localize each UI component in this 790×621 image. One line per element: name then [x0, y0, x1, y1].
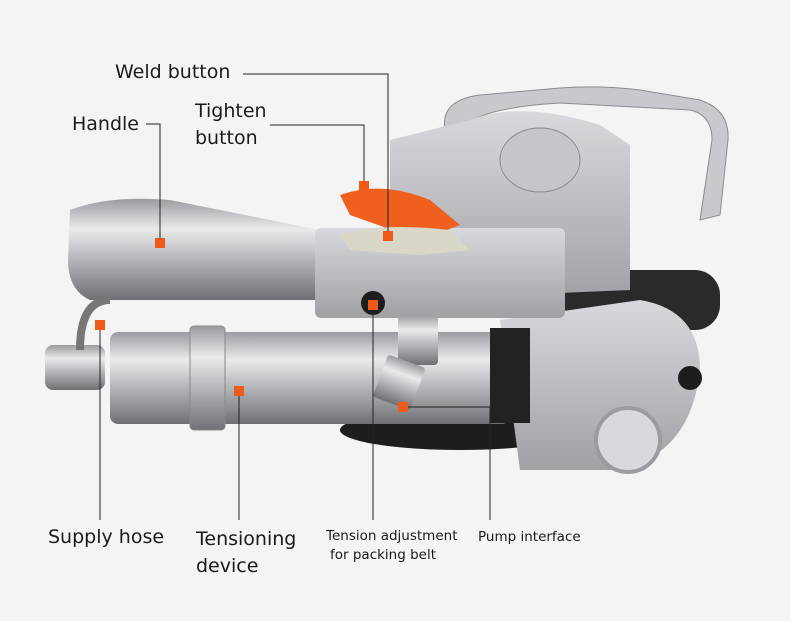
label-tensioning-device-line1: Tensioning — [196, 528, 297, 550]
label-tensioning-device-line2: device — [196, 555, 259, 577]
label-tensioning-device: Tensioning device — [196, 526, 296, 580]
handle-marker — [155, 238, 165, 248]
label-tighten-button-line1: Tighten — [195, 100, 267, 122]
tensioning-device-marker — [234, 386, 244, 396]
pump-interface-marker — [398, 402, 408, 412]
weld-button-marker — [383, 231, 393, 241]
tighten-button-marker — [359, 181, 369, 191]
label-pump-interface: Pump interface — [478, 529, 581, 545]
tension-adjustment-marker — [368, 300, 378, 310]
label-tighten-button-line2: button — [195, 127, 258, 149]
label-tension-adjustment-line1: Tension adjustment — [326, 528, 458, 544]
label-weld-button: Weld button — [115, 61, 231, 83]
supply-hose-marker — [95, 320, 105, 330]
label-supply-hose: Supply hose — [48, 526, 165, 548]
label-tension-adjustment-line2: for packing belt — [330, 547, 437, 563]
leader-lines — [99, 73, 491, 520]
label-tension-adjustment: Tension adjustment for packing belt — [326, 527, 458, 565]
label-tighten-button: Tighten button — [195, 98, 267, 152]
tool-body — [45, 86, 729, 474]
label-handle: Handle — [72, 113, 140, 135]
markers — [95, 181, 408, 412]
